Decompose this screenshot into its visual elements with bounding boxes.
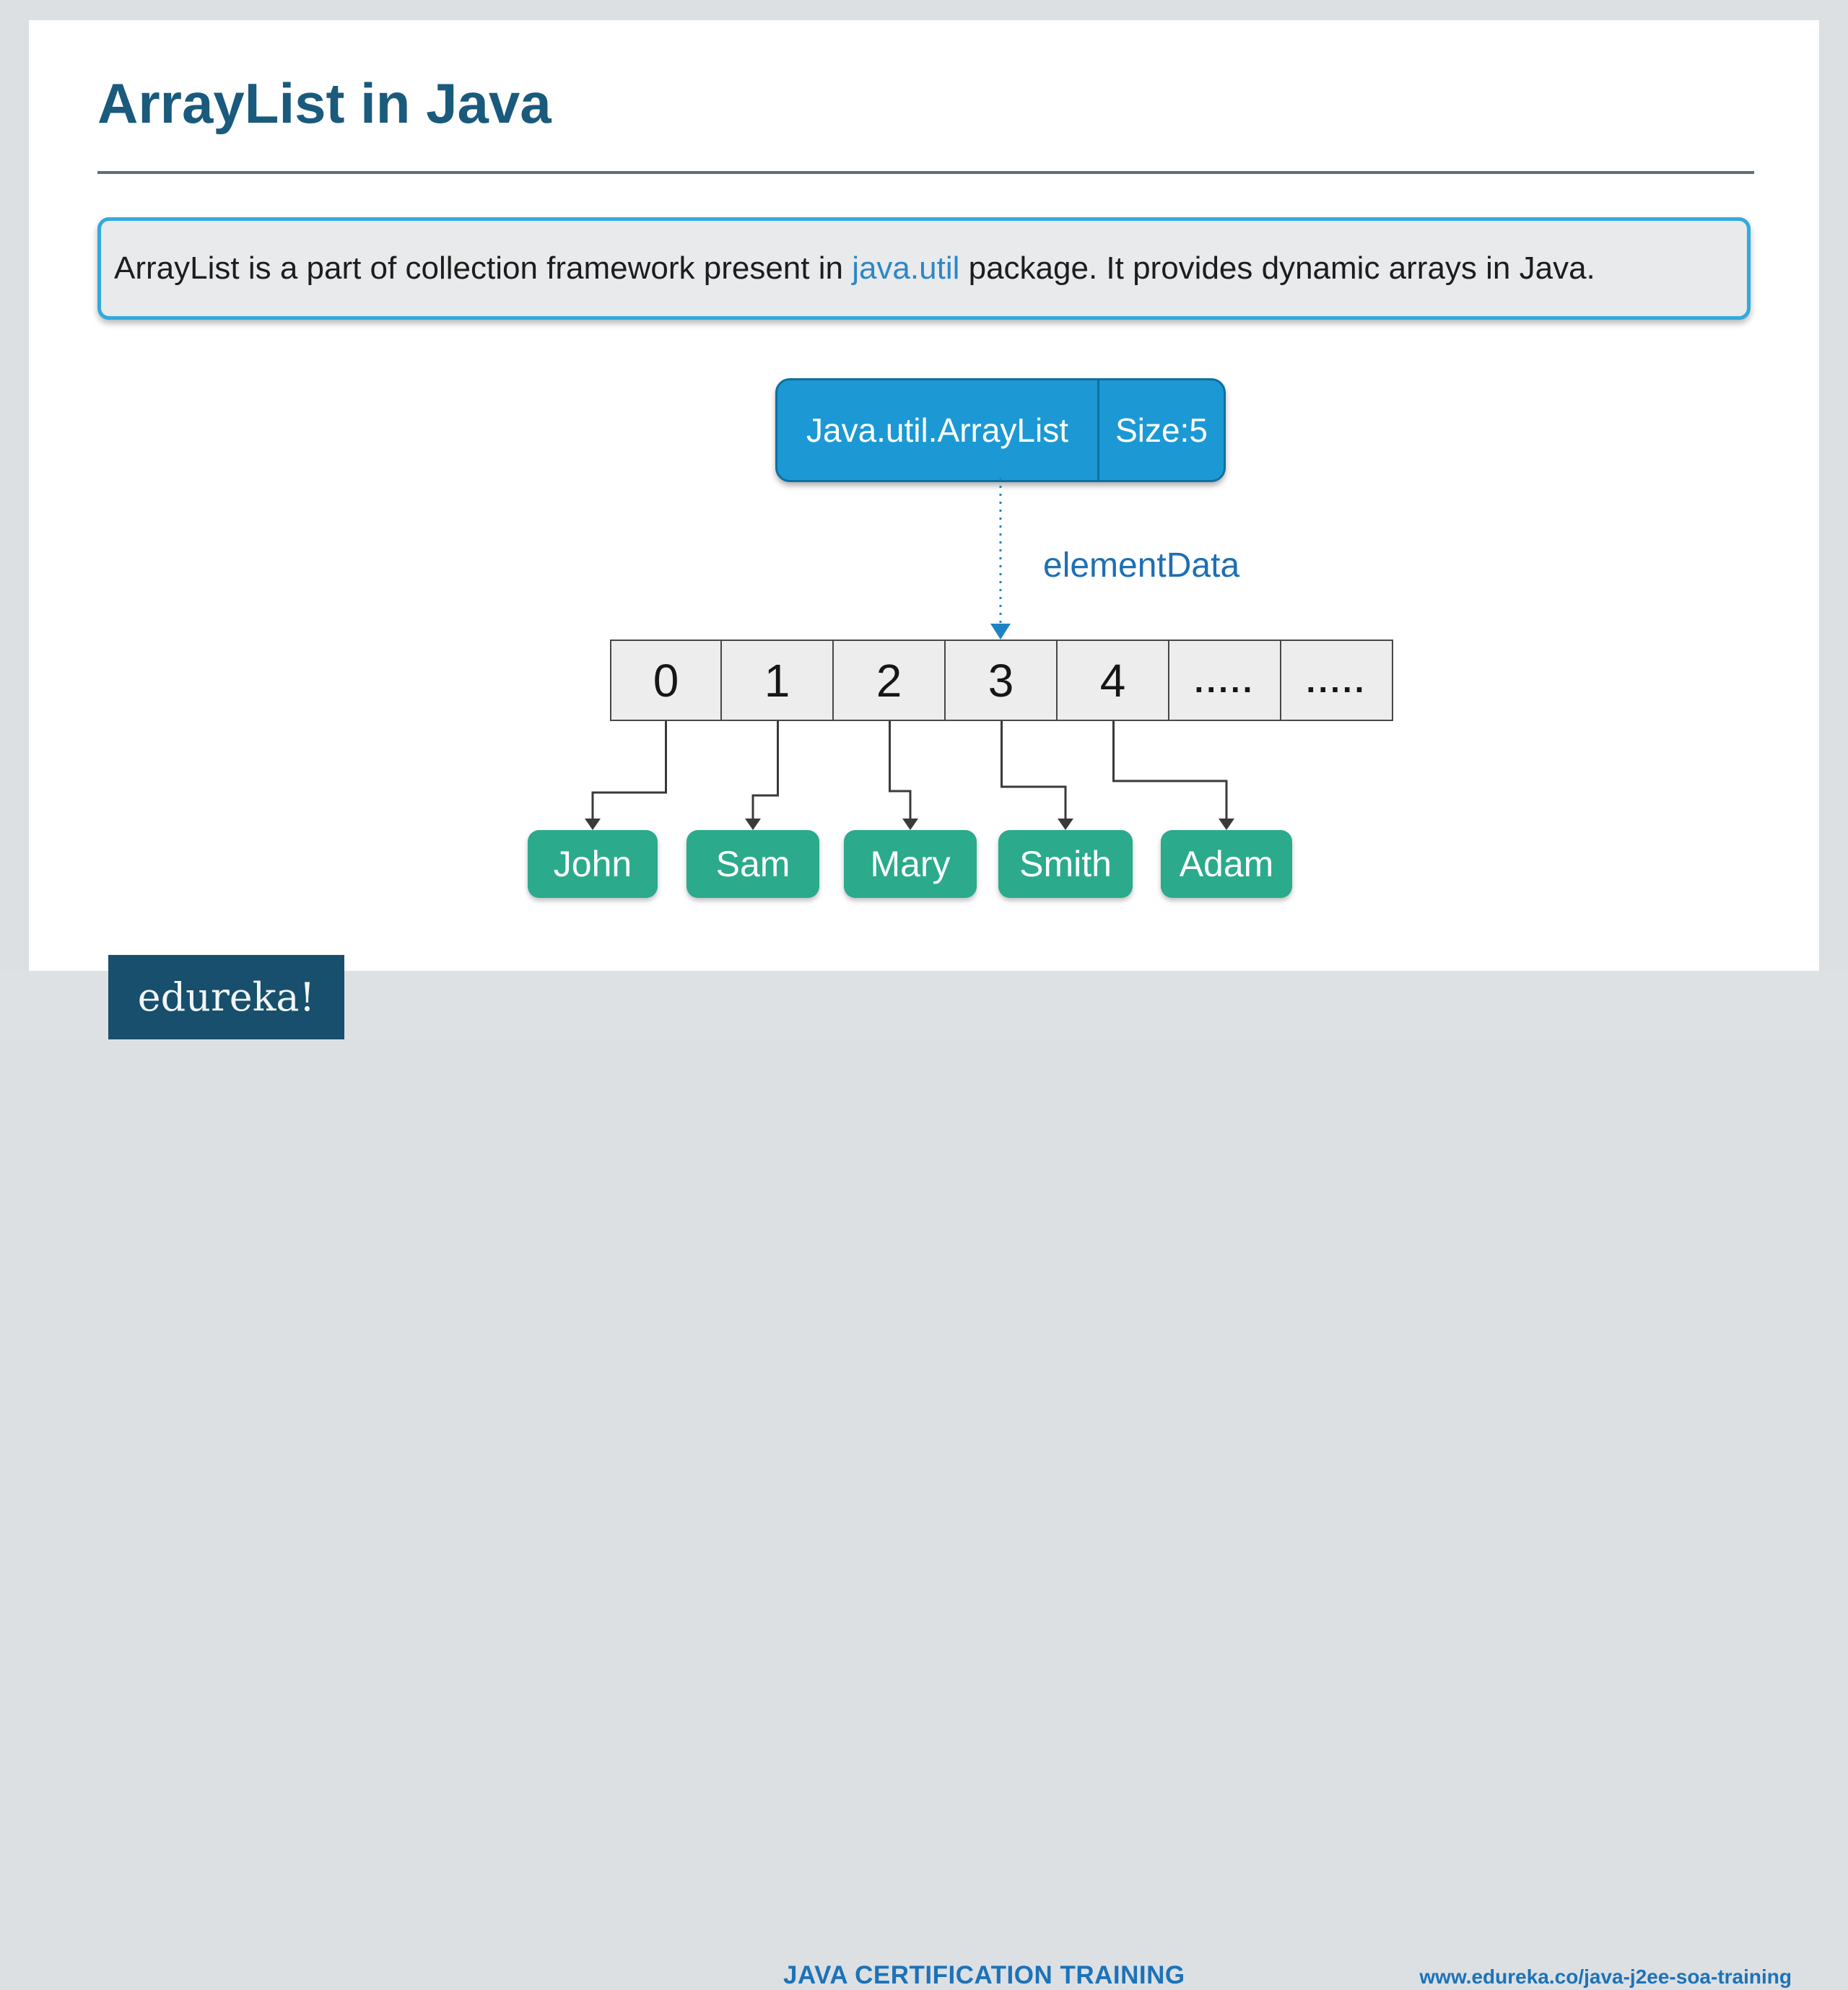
definition-text: ArrayList is a part of collection framew… <box>101 250 1595 287</box>
array-cell-5: ..... <box>1169 640 1281 721</box>
elementdata-label: elementData <box>1043 546 1240 585</box>
array-cell-3: 3 <box>946 640 1058 721</box>
name-box-john: John <box>528 830 658 898</box>
array-cell-0: 0 <box>610 640 722 721</box>
array-cell-2: 2 <box>834 640 946 721</box>
slide-canvas: ArrayList in Java ArrayList is a part of… <box>29 20 1819 971</box>
footer-url: www.edureka.co/java-j2ee-soa-training <box>1419 1965 1792 1988</box>
definition-text-after: package. It provides dynamic arrays in J… <box>959 250 1595 286</box>
edureka-logo-text: edureka! <box>137 974 315 1020</box>
java-util-highlight: java.util <box>852 250 960 286</box>
arraylist-header-box: Java.util.ArrayList Size:5 <box>775 378 1226 482</box>
footer-course-title: JAVA CERTIFICATION TRAINING <box>783 1961 1185 1989</box>
definition-text-before: ArrayList is a part of collection framew… <box>114 250 853 286</box>
page-title: ArrayList in Java <box>97 71 552 135</box>
array-cell-1: 1 <box>722 640 834 721</box>
array-cell-6: ..... <box>1281 640 1393 721</box>
arraylist-size-label: Size:5 <box>1115 411 1208 449</box>
name-box-smith: Smith <box>998 830 1133 898</box>
arraylist-class-label: Java.util.ArrayList <box>777 380 1099 480</box>
title-divider <box>97 171 1754 174</box>
definition-box: ArrayList is a part of collection framew… <box>97 217 1751 320</box>
name-box-mary: Mary <box>844 830 977 898</box>
name-box-sam: Sam <box>687 830 819 898</box>
edureka-logo: edureka! <box>108 955 344 1039</box>
array-cell-4: 4 <box>1058 640 1169 721</box>
name-box-adam: Adam <box>1161 830 1292 898</box>
